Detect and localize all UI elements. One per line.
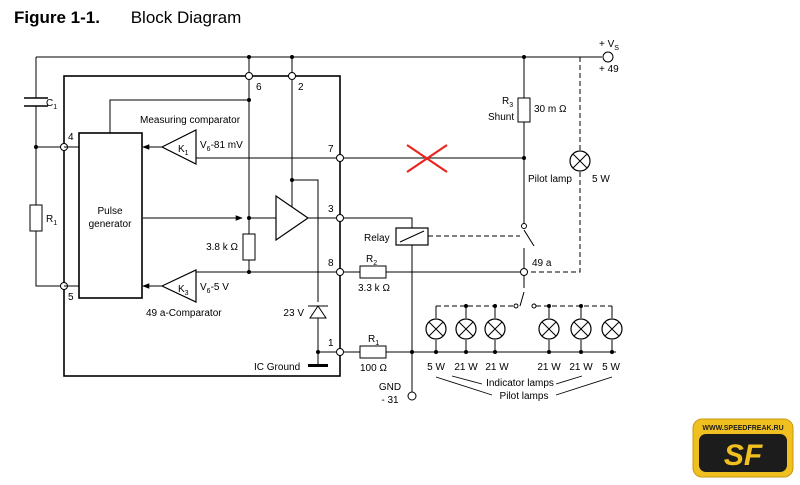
pin-6-label: 6	[256, 82, 262, 93]
pin-1-label: 1	[328, 338, 334, 349]
pilot-lamp-circuit	[528, 57, 581, 273]
pilot-lamps-label: Pilot lamps	[500, 391, 549, 402]
r3-value: 30 m Ω	[534, 104, 567, 115]
r-3k8-label: 3.8 k Ω	[206, 242, 238, 253]
resistor-r1-bottom	[359, 345, 387, 359]
pilot-lamp-power: 5 W	[592, 174, 610, 185]
lamp-icon	[570, 318, 592, 340]
gnd-label: GND	[379, 382, 401, 393]
gnd-terminal	[407, 391, 417, 401]
resistor-r1-left	[29, 204, 43, 232]
supply-terminal-label: + 49	[599, 64, 619, 75]
speedfreak-logo: WWW.SPEEDFREAK.RU SF	[692, 418, 794, 478]
pin-8-node	[336, 268, 344, 276]
pin-4-label: 4	[68, 132, 74, 143]
lamp-icon	[601, 318, 623, 340]
pilot-lamp-icon	[569, 150, 591, 172]
supply-terminal	[602, 51, 614, 63]
k1-threshold: V6-81 mV	[200, 140, 243, 153]
flasher-switch	[519, 276, 525, 307]
lamp-icon	[538, 318, 560, 340]
pin-7-node	[336, 154, 344, 162]
logo-site-text: WWW.SPEEDFREAK.RU	[702, 425, 783, 432]
comparator-49a-label: 49 a-Comparator	[146, 308, 222, 319]
r1-left-label: R1	[46, 214, 57, 227]
lamp-power-label: 21 W	[485, 362, 509, 373]
ic-ground-label: IC Ground	[254, 362, 300, 373]
c1-label: C1	[46, 98, 57, 111]
k3-label: K3	[178, 284, 189, 297]
k1-label: K1	[178, 144, 189, 157]
pin-2-node	[288, 72, 296, 80]
lamp-icon	[455, 318, 477, 340]
relay-contact	[523, 229, 535, 247]
pulse-generator-block	[78, 132, 143, 299]
shunt-label: Shunt	[488, 112, 514, 123]
zener-label: 23 V	[283, 308, 304, 319]
pulse-generator-label-2: generator	[89, 219, 132, 230]
resistor-3k8	[242, 233, 256, 261]
lamp-icon	[425, 318, 447, 340]
resistor-r2	[359, 265, 387, 279]
logo-mark-text: SF	[724, 439, 763, 472]
measuring-comparator-label: Measuring comparator	[140, 115, 241, 126]
pin-1-node	[336, 348, 344, 356]
pulse-generator-label-1: Pulse	[97, 206, 122, 217]
pin-3-node	[336, 214, 344, 222]
indicator-lamps-label: Indicator lamps	[486, 378, 554, 389]
r2-value: 3.3 k Ω	[358, 283, 390, 294]
comparator-k1	[160, 129, 197, 165]
pin-5-label: 5	[68, 292, 74, 303]
lamp-power-label: 5 W	[427, 362, 445, 373]
r2-label: R2	[366, 254, 377, 267]
gnd-terminal-label: - 31	[381, 395, 399, 406]
ic-ground-symbol	[308, 364, 328, 367]
terminal-49a-label: 49 a	[532, 258, 552, 269]
relay-label: Relay	[364, 233, 390, 244]
pilot-lamp-label: Pilot lamp	[528, 174, 572, 185]
lamp-power-label: 21 W	[454, 362, 478, 373]
comparator-k3	[160, 269, 197, 303]
pin-3-label: 3	[328, 204, 334, 215]
lamp-icon	[484, 318, 506, 340]
capacitor-c1	[24, 97, 48, 107]
r1-bottom-label: R1	[368, 334, 379, 347]
k3-threshold: V6-5 V	[200, 282, 229, 295]
figure-heading: Figure 1-1. Block Diagram	[14, 8, 241, 28]
supply-label: + VS	[599, 39, 619, 52]
pin-6-node	[245, 72, 253, 80]
shunt-r3	[517, 97, 531, 123]
lamp-power-label: 5 W	[602, 362, 620, 373]
lamp-array	[425, 304, 623, 354]
left-network-wires	[35, 57, 64, 287]
r3-label: R3	[502, 96, 513, 109]
lamp-power-label: 21 W	[569, 362, 593, 373]
pin-7-label: 7	[328, 144, 334, 155]
pin-2-label: 2	[298, 82, 304, 93]
lamp-power-label: 21 W	[537, 362, 561, 373]
terminal-49a	[520, 268, 528, 276]
red-cross-mark	[406, 144, 448, 173]
figure-title: Block Diagram	[130, 8, 242, 27]
pin-8-label: 8	[328, 258, 334, 269]
figure-number: Figure 1-1.	[14, 8, 100, 27]
r1-bottom-value: 100 Ω	[360, 363, 387, 374]
